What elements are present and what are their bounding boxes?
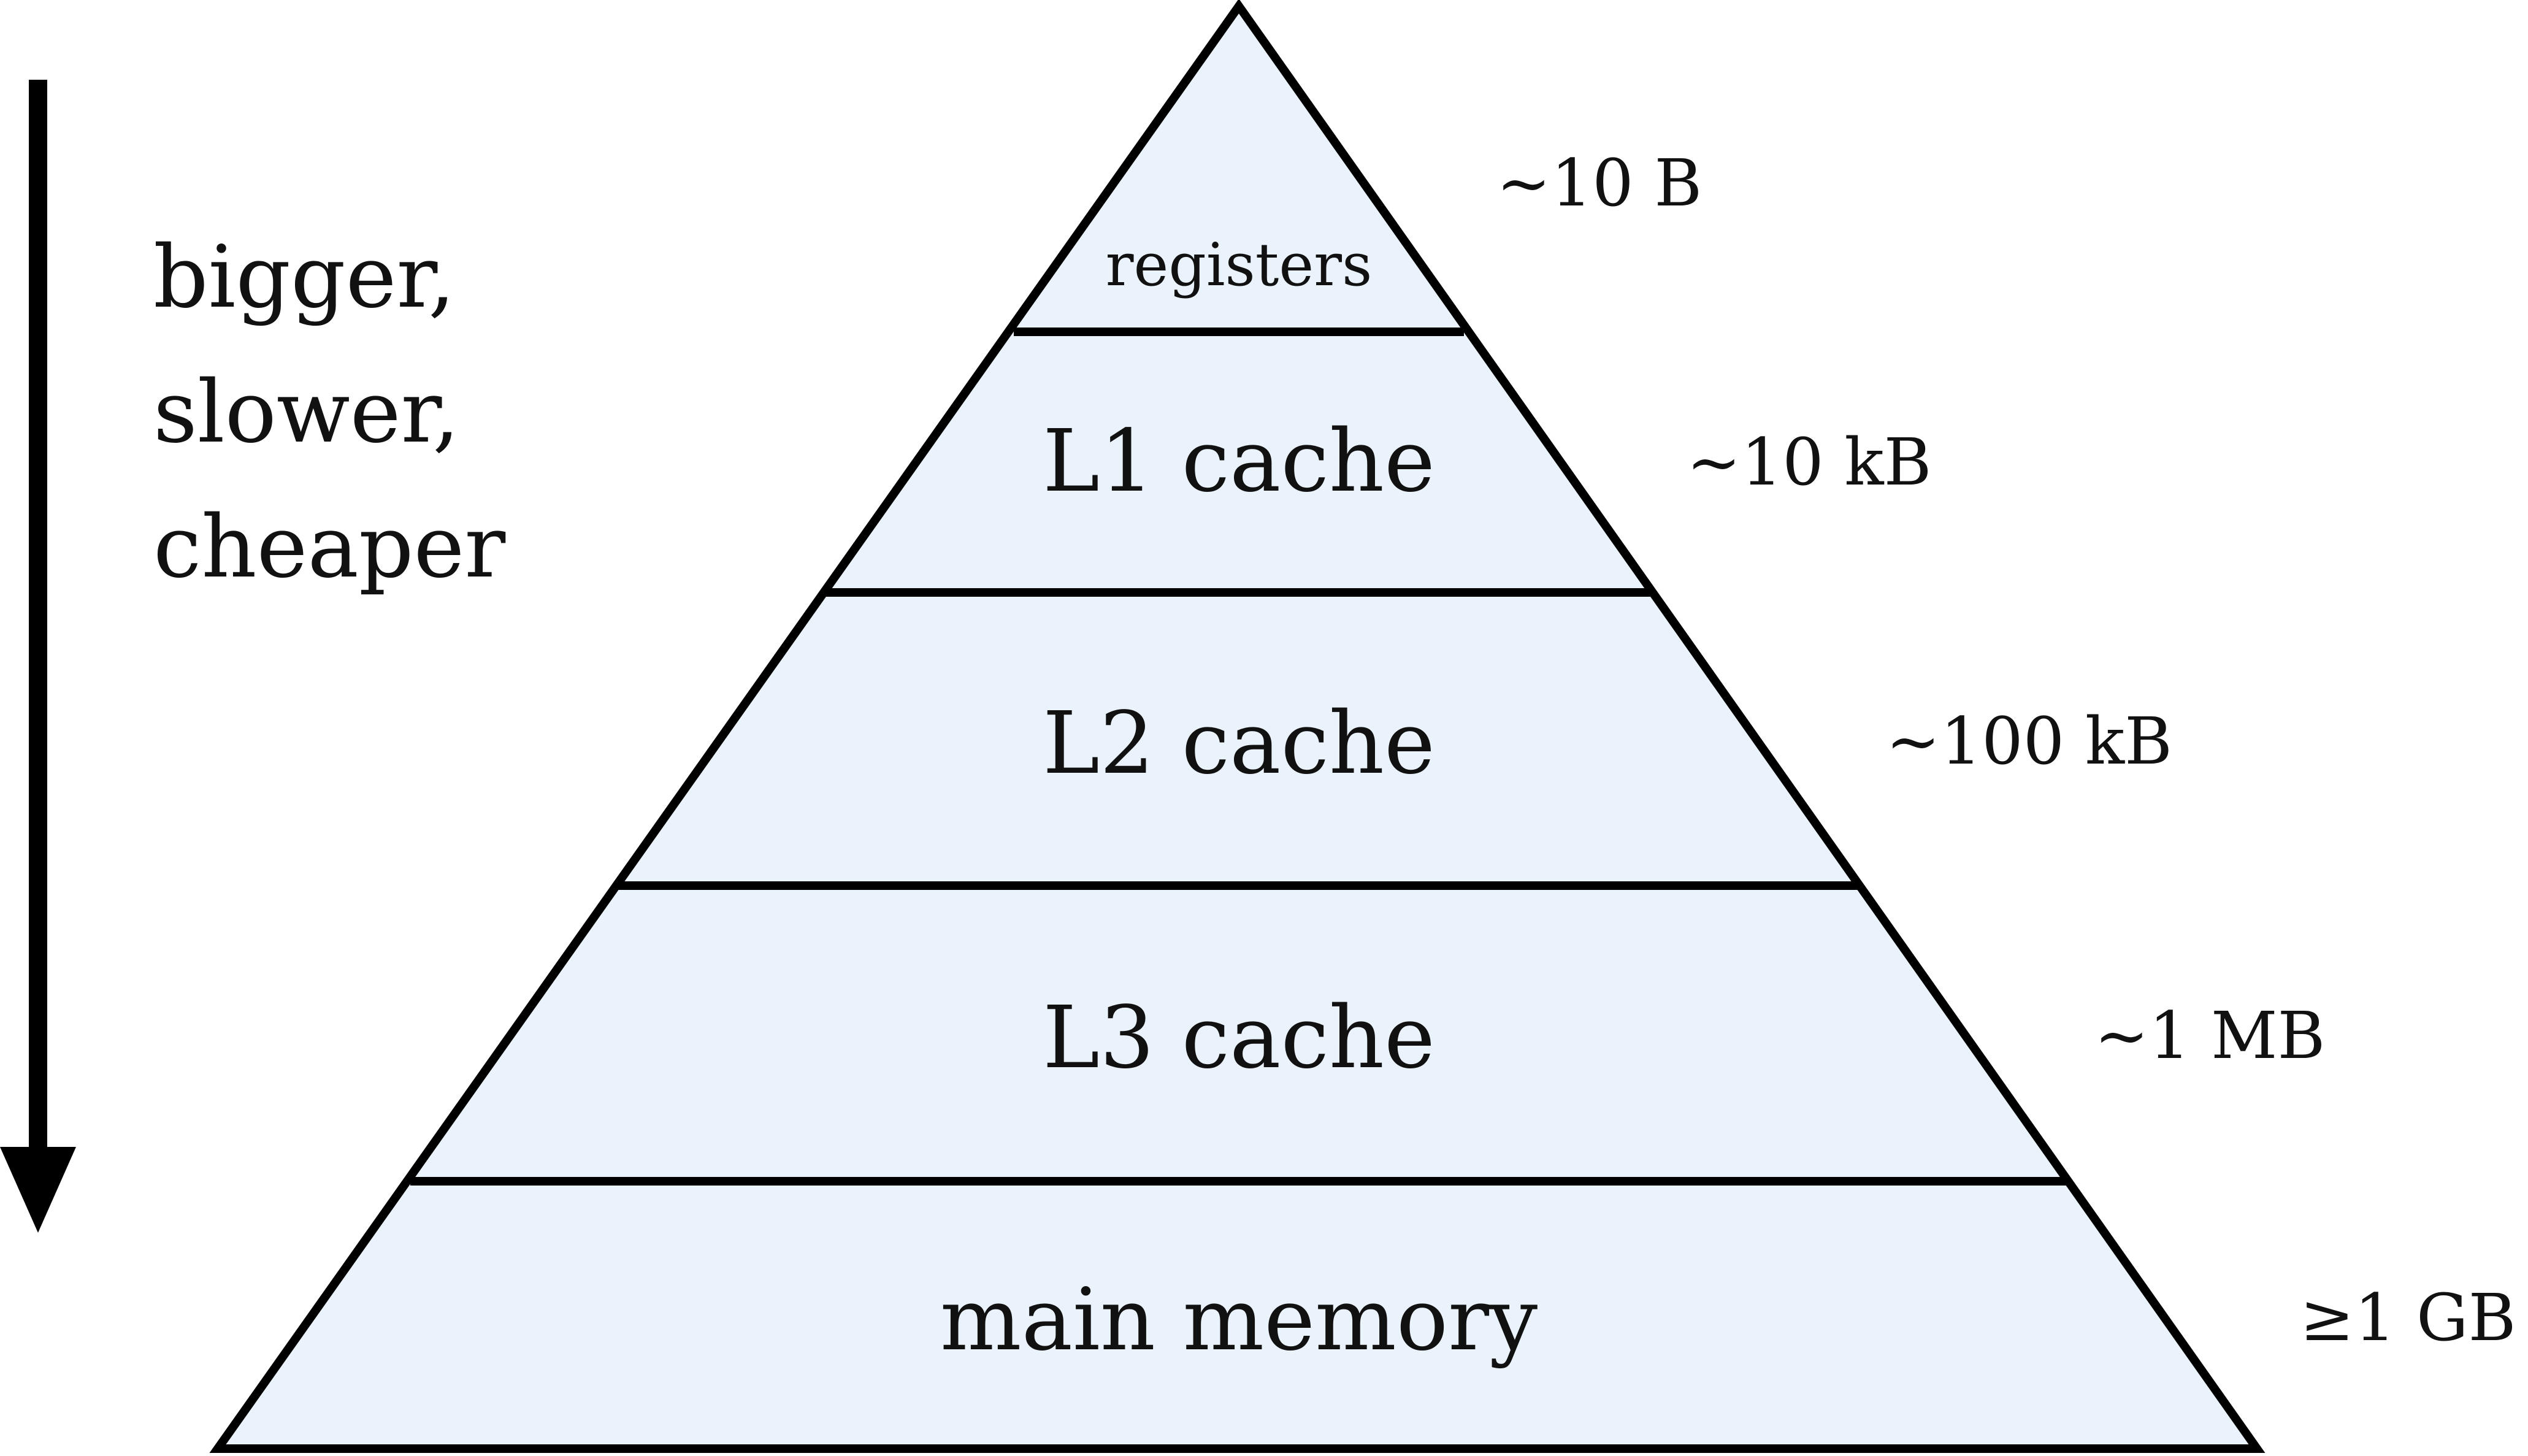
level-label-l1: L1 cache xyxy=(1043,412,1435,512)
level-label-registers: registers xyxy=(1106,231,1373,299)
pyramid-body xyxy=(209,0,2266,1453)
size-label-l3: ~1 MB xyxy=(2094,998,2325,1073)
size-label-registers: ~10 B xyxy=(1496,145,1702,221)
side-caption-line-2: slower, xyxy=(153,362,460,462)
level-label-l2: L2 cache xyxy=(1043,694,1435,794)
size-label-l2: ~100 kB xyxy=(1886,703,2172,779)
size-label-l1: ~10 kB xyxy=(1687,424,1932,500)
side-caption-line-1: bigger, xyxy=(153,228,456,328)
level-label-l3: L3 cache xyxy=(1043,988,1435,1088)
level-label-main-memory: main memory xyxy=(940,1270,1538,1370)
arrow-down-icon xyxy=(0,1147,76,1233)
size-label-main-memory: ≥1 GB xyxy=(2300,1280,2516,1355)
side-caption-line-3: cheaper xyxy=(153,497,505,597)
